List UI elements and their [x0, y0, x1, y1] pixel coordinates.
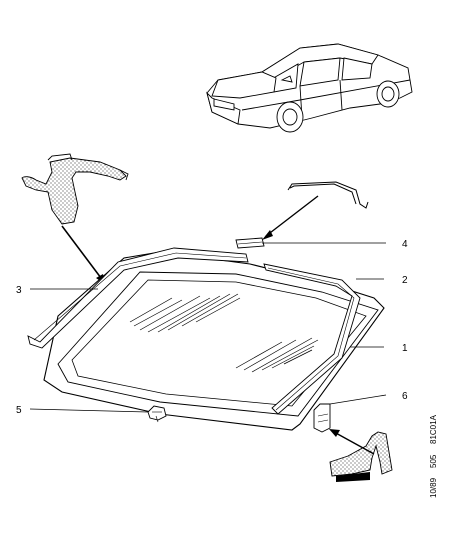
callout-5: 5: [16, 405, 149, 416]
pointer-arrow-corner: [329, 429, 375, 455]
ref-sheet: 505: [429, 454, 438, 468]
ref-date: 10/89: [429, 477, 438, 498]
callout-label-4: 4: [402, 239, 408, 250]
callout-label-5: 5: [16, 405, 22, 416]
corner-seal-section: [329, 431, 393, 482]
glass-reflection: [129, 293, 319, 373]
part-5-clip: [147, 405, 167, 423]
part-4-clip: [235, 237, 265, 249]
callout-1: 1: [350, 343, 408, 354]
part-2-right-moulding: [263, 263, 361, 415]
callout-label-6: 6: [402, 391, 408, 402]
reference-code: 10/89 505 81C01A: [429, 414, 438, 498]
callout-3: 3: [16, 285, 98, 296]
pointer-arrow-seal: [61, 225, 106, 285]
callout-label-1: 1: [402, 343, 408, 354]
wire-clip-part: [287, 181, 369, 209]
pointer-arrow-clip: [262, 195, 319, 240]
callout-label-2: 2: [402, 275, 408, 286]
callout-4: 4: [262, 239, 408, 250]
car-illustration: [206, 43, 413, 133]
callout-6: 6: [329, 391, 408, 405]
callout-label-3: 3: [16, 285, 22, 296]
ref-plate: 81C01A: [429, 414, 438, 444]
part-6-corner-cap: [313, 403, 331, 433]
callout-2: 2: [356, 275, 408, 286]
seal-profile-section: [21, 153, 129, 225]
